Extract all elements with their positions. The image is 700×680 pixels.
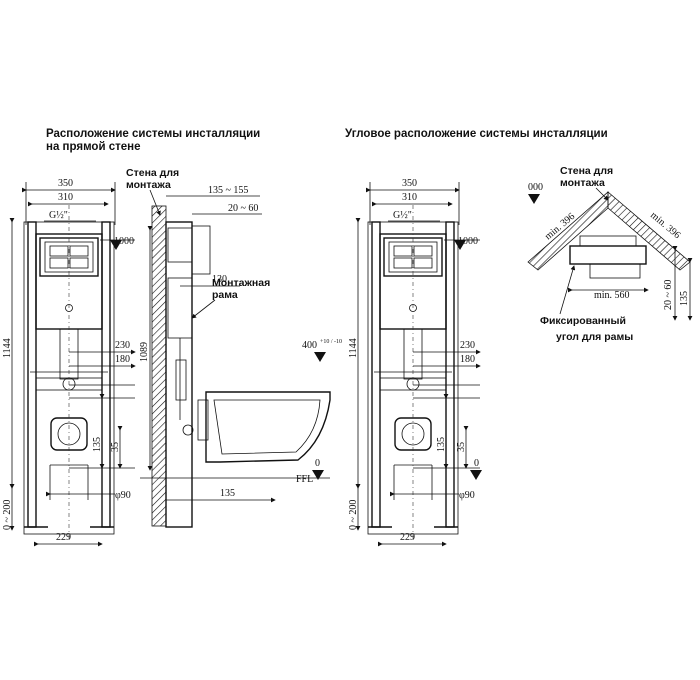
dim-35-right: 35: [456, 442, 467, 452]
dim-35-left: 35: [110, 442, 121, 452]
dim-0-right: 0: [474, 458, 479, 469]
dim-350-left: 350: [58, 178, 73, 189]
ffl-label: FFL: [296, 474, 313, 485]
dim-130: 130: [212, 274, 227, 285]
dim-1089: 1089: [139, 342, 150, 362]
dim-135-155: 135 ~ 155: [208, 185, 248, 196]
dim-0-200-right: 0 ~ 200: [348, 500, 359, 530]
dim-229-right: 229: [400, 532, 415, 543]
label-frame-line2: рама: [212, 289, 238, 301]
label-fixed-angle-line2: угол для рамы: [556, 331, 633, 343]
dim-20-60-corner: 20 ~ 60: [663, 280, 674, 310]
dim-000: 000: [528, 182, 543, 193]
dim-phi90-right: φ90: [459, 490, 475, 501]
label-fixed-angle-line1: Фиксированный: [540, 315, 626, 327]
title-corner: Угловое расположение системы инсталляции: [345, 128, 608, 141]
label-wall-line1: Стена для: [126, 167, 179, 179]
label-wall-corner-line2: монтажа: [560, 177, 605, 189]
front-view-corner: 350 310 G½": [348, 178, 482, 547]
dim-135-left-v: 135: [92, 437, 103, 452]
front-view-straight: 350 310 G½": [2, 178, 136, 547]
dim-310-right: 310: [402, 192, 417, 203]
dim-230-right: 230: [460, 340, 475, 351]
title-straight-wall-line2: на прямой стене: [46, 141, 141, 153]
dim-1144-right: 1144: [348, 338, 359, 358]
label-wall-line2: монтажа: [126, 179, 171, 191]
label-wall-corner-line1: Стена для: [560, 165, 613, 177]
dim-135-right-v: 135: [436, 437, 447, 452]
dim-350-right: 350: [402, 178, 417, 189]
dim-230-left: 230: [115, 340, 130, 351]
dim-135-bottom: 135: [220, 488, 235, 499]
dim-phi90-left: φ90: [115, 490, 131, 501]
dim-180-right: 180: [460, 354, 475, 365]
dim-0-ffl: 0: [315, 458, 320, 469]
title-corner-line1: Угловое расположение системы инсталляции: [345, 128, 608, 140]
dim-1000-right: 1000: [458, 236, 478, 247]
title-straight-wall: Расположение системы инсталляции на прям…: [46, 128, 260, 154]
dim-min560: min. 560: [594, 290, 630, 301]
corner-plan-view: min. 560 min. 396 min. 396 20 ~ 60 135 0…: [527, 165, 693, 343]
dim-400: 400: [302, 340, 317, 351]
dim-180-left: 180: [115, 354, 130, 365]
dim-400-tol: +10 / -10: [320, 339, 342, 345]
title-straight-wall-line1: Расположение системы инсталляции: [46, 128, 261, 140]
dim-1000-left: 1000: [114, 236, 134, 247]
fitting-label-left: G½": [49, 210, 68, 221]
dim-1144-left: 1144: [2, 338, 13, 358]
dim-135-corner: 135: [679, 291, 690, 306]
dim-229-left: 229: [56, 532, 71, 543]
dim-310-left: 310: [58, 192, 73, 203]
dim-0-200-left: 0 ~ 200: [2, 500, 13, 530]
fitting-label-right: G½": [393, 210, 412, 221]
label-frame-line1: Монтажная: [212, 277, 270, 289]
dim-20-60: 20 ~ 60: [228, 203, 258, 214]
side-view-straight: 135 ~ 155 20 ~ 60 130 1089 135 FFL 0 400…: [126, 167, 342, 528]
